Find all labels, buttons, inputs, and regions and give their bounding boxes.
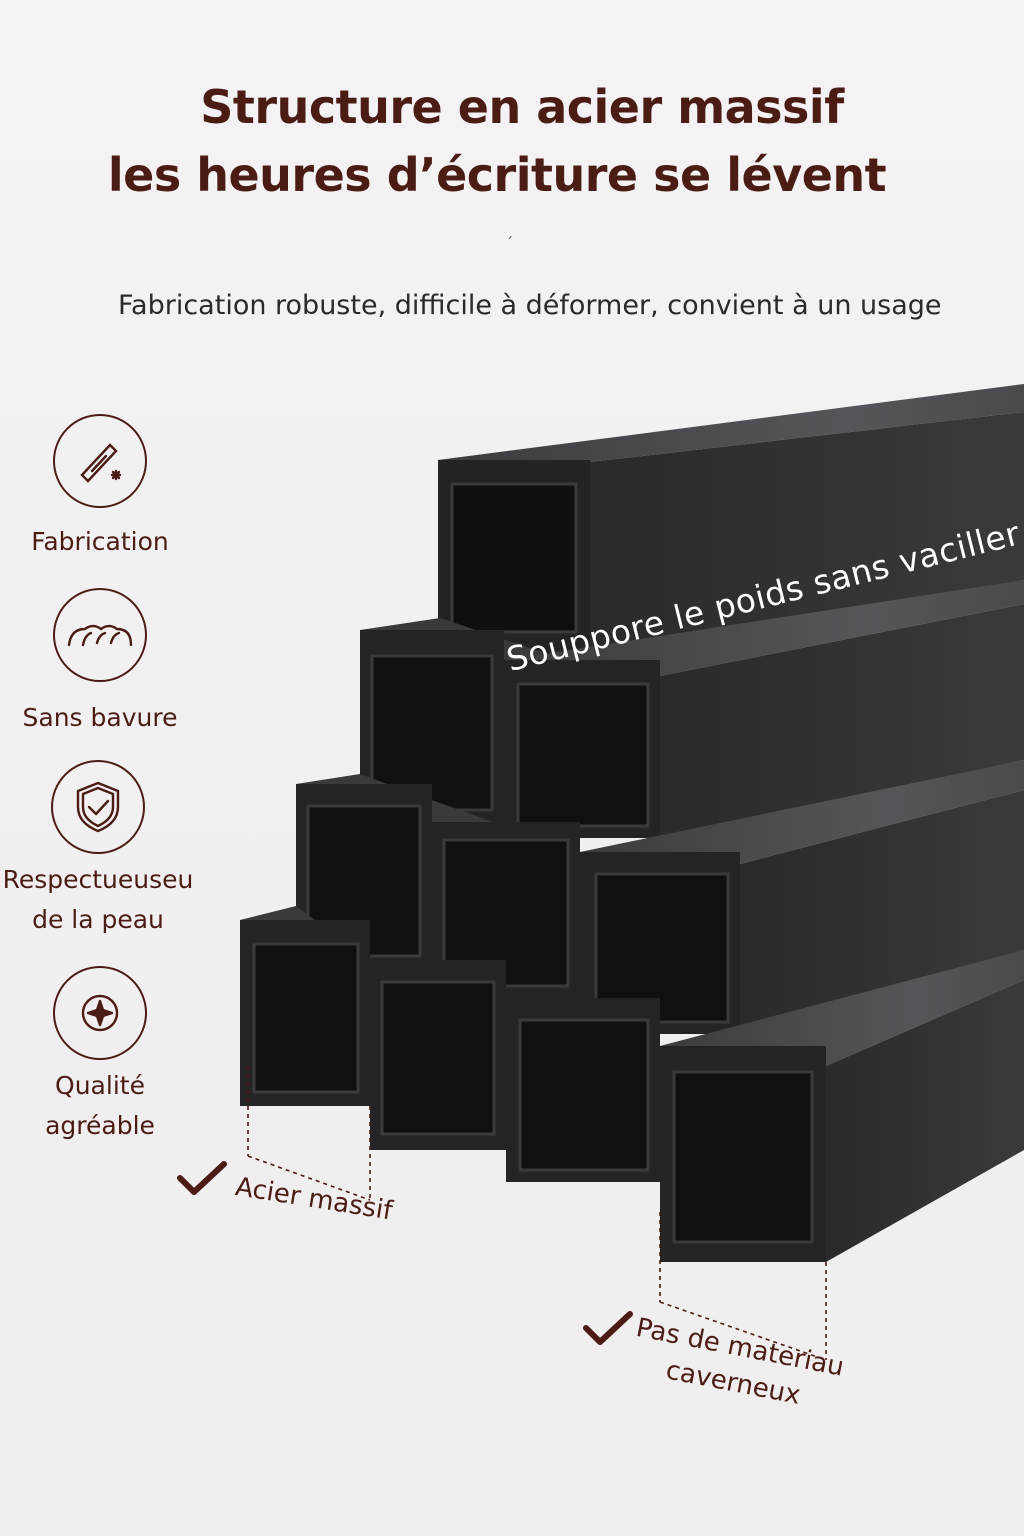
feature-label-line: agréable (45, 1111, 155, 1140)
callout-guide-1 (247, 1066, 371, 1201)
callout-guide-2 (659, 1212, 827, 1361)
tube-row-1 (240, 906, 1024, 1262)
feature-skin-friendly: Respectueuseu de la peau (0, 760, 198, 940)
accent-mark: ˊ (506, 236, 513, 252)
feature-label: Sans bavure (22, 703, 178, 732)
feature-label-line: de la peau (32, 905, 164, 934)
feature-label: Respectueuseu de la peau (0, 860, 198, 940)
headline-line-1: Structure en acier massif (200, 80, 844, 134)
headline-line-2: les heures d’écriture se lévent (107, 148, 887, 202)
feature-label-line: Respectueuseu (2, 865, 194, 894)
feature-label-line: Qualité (55, 1071, 145, 1100)
feature-quality: Qualité agréable (0, 966, 200, 1146)
subtitle: Fabrication robuste, difficile à déforme… (118, 290, 942, 321)
shield-check-icon (51, 760, 145, 854)
smooth-edge-icon (53, 588, 147, 682)
star-badge-icon (53, 966, 147, 1060)
tube-row-4 (438, 384, 1024, 668)
pen-ruler-icon (53, 414, 147, 508)
feature-fabrication: Fabrication (0, 414, 200, 562)
feature-sans-bavure: Sans bavure (0, 588, 200, 738)
feature-label: Qualité agréable (0, 1066, 200, 1146)
feature-label: Fabrication (31, 527, 169, 556)
check-icon (583, 1311, 633, 1345)
check-icon (177, 1161, 227, 1195)
